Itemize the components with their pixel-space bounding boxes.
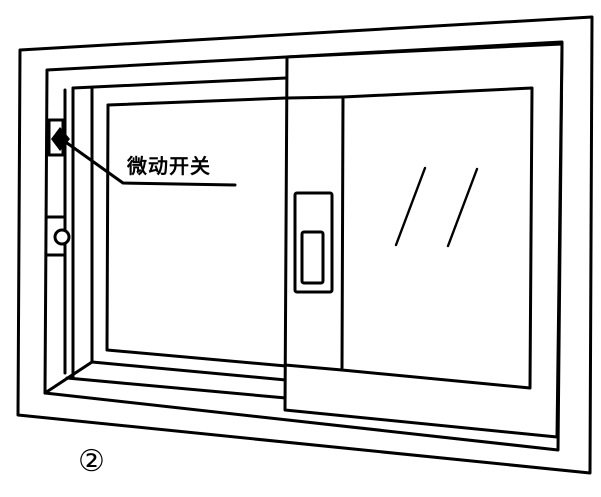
micro-switch-label: 微动开关 — [127, 154, 211, 178]
outer-frame — [16, 15, 594, 475]
leader-line — [65, 141, 237, 187]
micro-switch — [47, 118, 237, 187]
glass-reflection — [394, 166, 427, 247]
door-handle — [293, 191, 334, 294]
left-pane — [43, 76, 288, 400]
handle-recess — [300, 230, 325, 285]
glass-reflection — [446, 167, 479, 248]
sliding-pane — [283, 42, 564, 439]
switch-contact — [51, 127, 70, 151]
hinge-latch — [45, 215, 71, 257]
figure-number: ② — [78, 444, 105, 479]
